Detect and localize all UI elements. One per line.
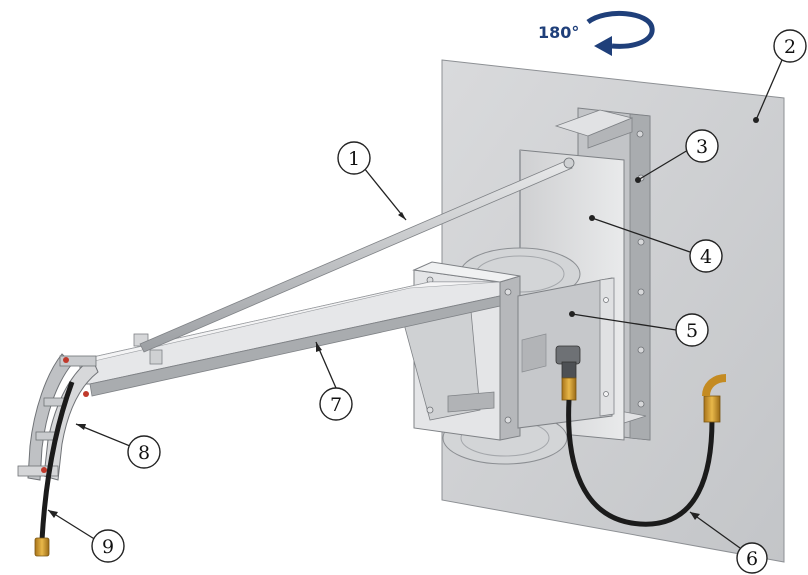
callout-2: 2 bbox=[773, 29, 807, 63]
callout-5: 5 bbox=[675, 313, 709, 347]
supply-hose bbox=[555, 345, 727, 527]
callout-1-label: 1 bbox=[348, 148, 360, 170]
callout-4-label: 4 bbox=[700, 246, 712, 268]
callout-6: 6 bbox=[736, 542, 768, 574]
callout-5-label: 5 bbox=[686, 320, 698, 342]
rotation-label: 180° bbox=[538, 23, 579, 42]
rotate-arrow-head-icon bbox=[594, 36, 612, 56]
callout-3: 3 bbox=[685, 129, 719, 163]
callout-1: 1 bbox=[337, 141, 371, 175]
drop-hose bbox=[34, 381, 75, 557]
callout-8: 8 bbox=[127, 435, 161, 469]
callout-2-label: 2 bbox=[784, 36, 796, 58]
callout-9-label: 9 bbox=[102, 536, 114, 558]
callout-8-label: 8 bbox=[138, 442, 150, 464]
callout-4: 4 bbox=[689, 239, 723, 273]
callout-3-label: 3 bbox=[696, 136, 708, 158]
callout-7-label: 7 bbox=[330, 394, 342, 416]
tie-rod bbox=[139, 157, 575, 353]
callout-7: 7 bbox=[319, 387, 353, 421]
rotate-arrow-icon bbox=[586, 10, 655, 49]
boom-arm bbox=[79, 281, 501, 397]
leader-lines bbox=[47, 59, 783, 549]
callout-9: 9 bbox=[91, 529, 125, 563]
rotation-indicator: 180° bbox=[538, 10, 655, 56]
callout-6-label: 6 bbox=[746, 548, 758, 570]
hose-guide-bracket bbox=[17, 353, 99, 481]
